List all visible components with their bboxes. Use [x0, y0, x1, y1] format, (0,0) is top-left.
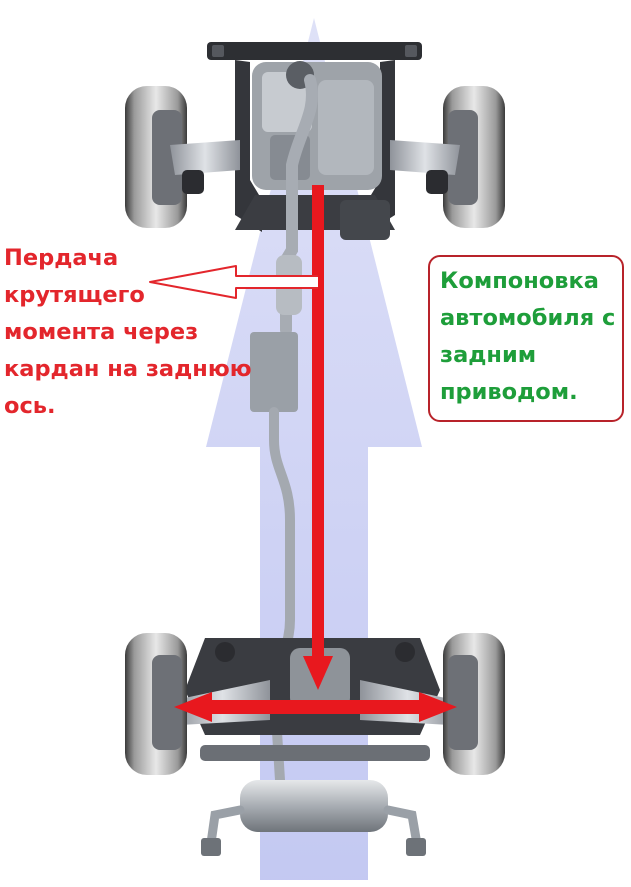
rear-axle-arrow	[174, 692, 457, 722]
rear-right-wheel	[443, 633, 505, 775]
layout-label-box: Компоновка автомобиля с задним приводом.	[428, 255, 624, 422]
drive-shaft-arrow	[303, 185, 333, 690]
rear-muffler	[201, 780, 426, 856]
pointer-arrow	[149, 265, 318, 299]
front-suspension	[170, 140, 460, 194]
engine-block	[252, 61, 382, 190]
rear-left-wheel	[125, 633, 187, 775]
front-left-wheel	[125, 86, 187, 228]
torque-transfer-label: Пердача крутящего момента через кардан н…	[4, 245, 252, 419]
rear-drive-layout-label: Компоновка автомобиля с задним приводом.	[440, 268, 616, 405]
front-subframe	[207, 42, 422, 240]
front-right-wheel	[443, 86, 505, 228]
